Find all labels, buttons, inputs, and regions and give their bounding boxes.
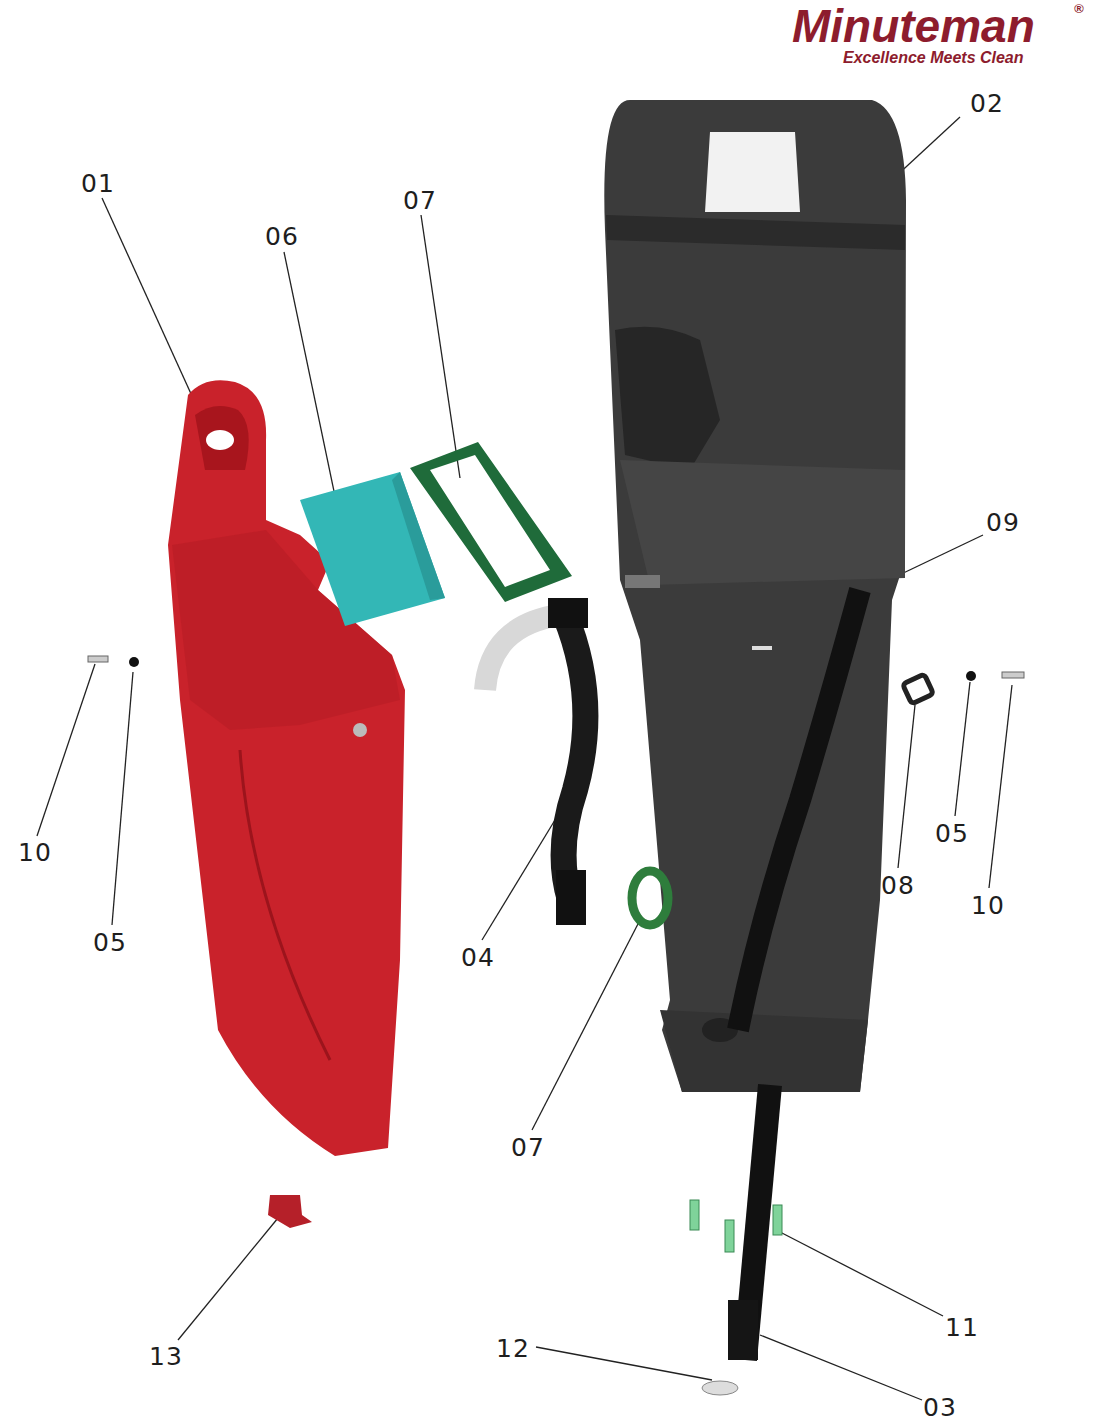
- filter: [300, 472, 445, 626]
- callout-number: 07: [511, 1135, 545, 1160]
- callout-number: 06: [265, 224, 299, 249]
- seal-ring: [632, 871, 668, 925]
- callout-number: 10: [971, 893, 1005, 918]
- callout-number: 07: [403, 188, 437, 213]
- callout-number: 08: [881, 873, 915, 898]
- brand-logo-text: Excellence Meets Clean: [843, 50, 1024, 66]
- gasket: [410, 442, 572, 602]
- brand-logo-text: Minuteman: [792, 3, 1035, 49]
- callout-number: 01: [81, 171, 115, 196]
- callout-number: 02: [970, 91, 1004, 116]
- housing: [604, 100, 906, 1360]
- hose: [485, 598, 588, 925]
- hardware: [88, 656, 1024, 1395]
- callout-number: 04: [461, 945, 495, 970]
- callout-number: 05: [93, 930, 127, 955]
- callout-number: 12: [496, 1336, 530, 1361]
- callout-number: 13: [149, 1344, 183, 1369]
- callout-number: 05: [935, 821, 969, 846]
- callout-number: 10: [18, 840, 52, 865]
- callout-number: 03: [923, 1395, 957, 1420]
- brand-logo-text: ®: [1074, 2, 1084, 15]
- callout-number: 09: [986, 510, 1020, 535]
- callout-number: 11: [945, 1315, 979, 1340]
